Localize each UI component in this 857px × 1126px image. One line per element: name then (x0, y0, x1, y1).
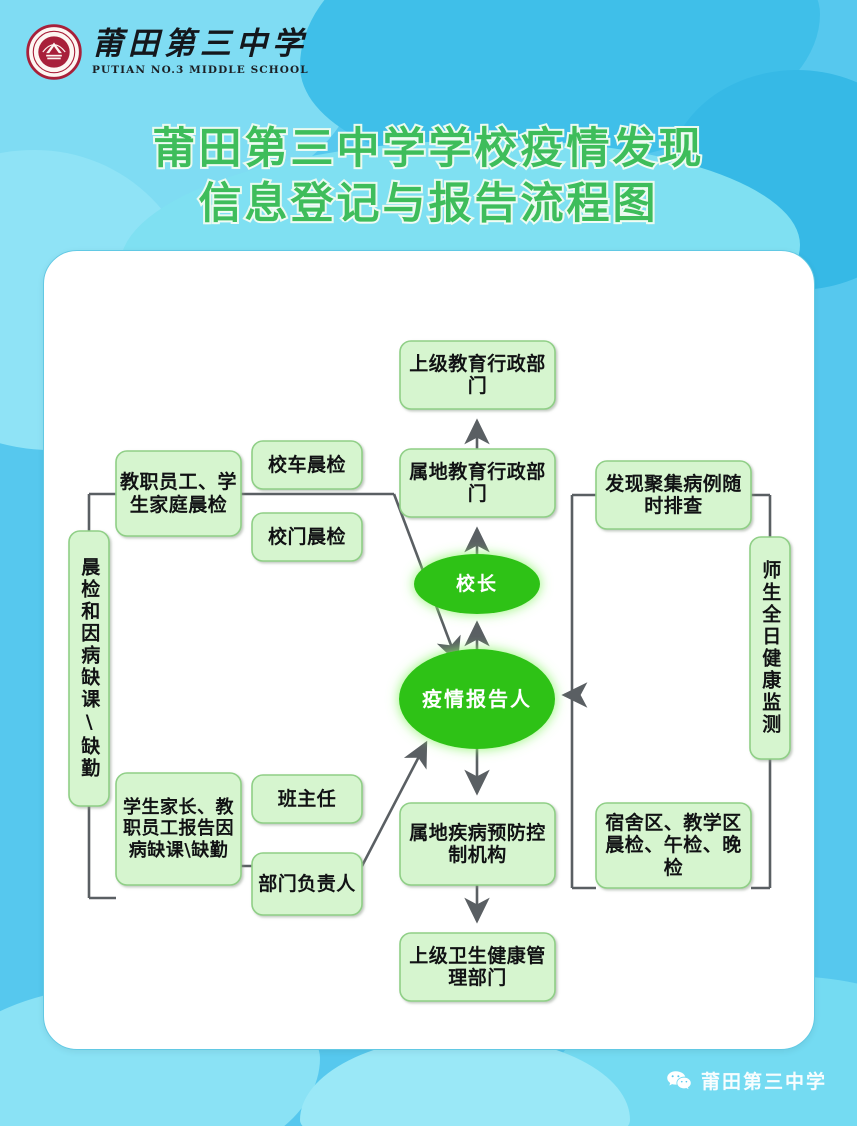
node-left-morning-check-label[interactable] (68, 530, 110, 807)
page-title-line-1: 莆田第三中学学校疫情发现 (151, 122, 705, 176)
flowchart-svg: 晨检和因病缺课\缺勤 教职员工、学生家庭晨检 校车晨检 校门晨检 (68, 340, 791, 1002)
node-label-cluster-case-investigation: 发现聚集病例随时排查 (605, 472, 742, 517)
header: 莆田第三中学 PUTIAN NO.3 MIDDLE SCHOOL (26, 24, 309, 80)
school-name-en: PUTIAN NO.3 MIDDLE SCHOOL (92, 63, 309, 76)
node-parents-staff-report-absence[interactable] (115, 772, 242, 886)
node-label-principal: 校长 (455, 572, 498, 595)
page-title: 莆田第三中学学校疫情发现 信息登记与报告流程图 (0, 122, 857, 232)
node-label-left-morning-check: 晨检和因病缺课\缺勤 (78, 557, 101, 780)
node-local-cdc[interactable] (399, 802, 556, 886)
node-label-all-day-health-monitoring: 师生全日健康监测 (759, 560, 782, 736)
node-staff-student-family-morning-check[interactable] (115, 450, 242, 537)
node-label-upper-education-admin: 上级教育行政部门 (409, 352, 546, 397)
node-class-teacher[interactable] (251, 774, 363, 824)
node-principal[interactable] (414, 554, 540, 614)
node-dorm-classroom-checks[interactable] (595, 802, 752, 889)
footer: 莆田第三中学 (666, 1067, 827, 1094)
page-title-line-2: 信息登记与报告流程图 (197, 177, 659, 231)
node-label-staff-student-family-morning-check: 教职员工、学生家庭晨检 (119, 471, 237, 516)
node-label-local-education-admin: 属地教育行政部门 (409, 460, 546, 505)
arrow-bottom-left-to-reporter (360, 740, 428, 867)
node-school-gate-morning-check[interactable] (251, 512, 363, 562)
node-department-head[interactable] (251, 852, 363, 916)
flowchart-card: 晨检和因病缺课\缺勤 教职员工、学生家庭晨检 校车晨检 校门晨检 (43, 250, 815, 1050)
wechat-icon (667, 1070, 691, 1089)
node-label-local-cdc: 属地疾病预防控制机构 (409, 821, 546, 866)
footer-text: 莆田第三中学 (700, 1071, 827, 1093)
node-label-class-teacher: 班主任 (277, 787, 337, 810)
node-upper-health-admin[interactable] (399, 932, 556, 1002)
node-label-dorm-classroom-checks: 宿舍区、教学区晨检、午检、晚检 (605, 811, 742, 879)
school-name-block: 莆田第三中学 PUTIAN NO.3 MIDDLE SCHOOL (92, 25, 309, 76)
node-school-bus-morning-check[interactable] (251, 440, 363, 490)
node-label-school-bus-morning-check: 校车晨检 (267, 453, 346, 476)
node-label-school-gate-morning-check: 校门晨检 (267, 525, 346, 548)
school-name-cn: 莆田第三中学 (92, 25, 308, 62)
node-label-parents-staff-report-absence: 学生家长、教职员工报告因病缺课\缺勤 (123, 797, 234, 861)
node-label-department-head: 部门负责人 (258, 872, 356, 895)
node-label-upper-health-admin: 上级卫生健康管理部门 (409, 944, 546, 989)
node-cluster-case-investigation[interactable] (595, 460, 752, 530)
node-local-education-admin[interactable] (399, 448, 556, 518)
node-label-epidemic-reporter: 疫情报告人 (422, 687, 532, 711)
node-epidemic-reporter[interactable] (399, 649, 555, 749)
node-all-day-health-monitoring[interactable] (749, 536, 791, 760)
school-seal-icon (26, 24, 82, 80)
